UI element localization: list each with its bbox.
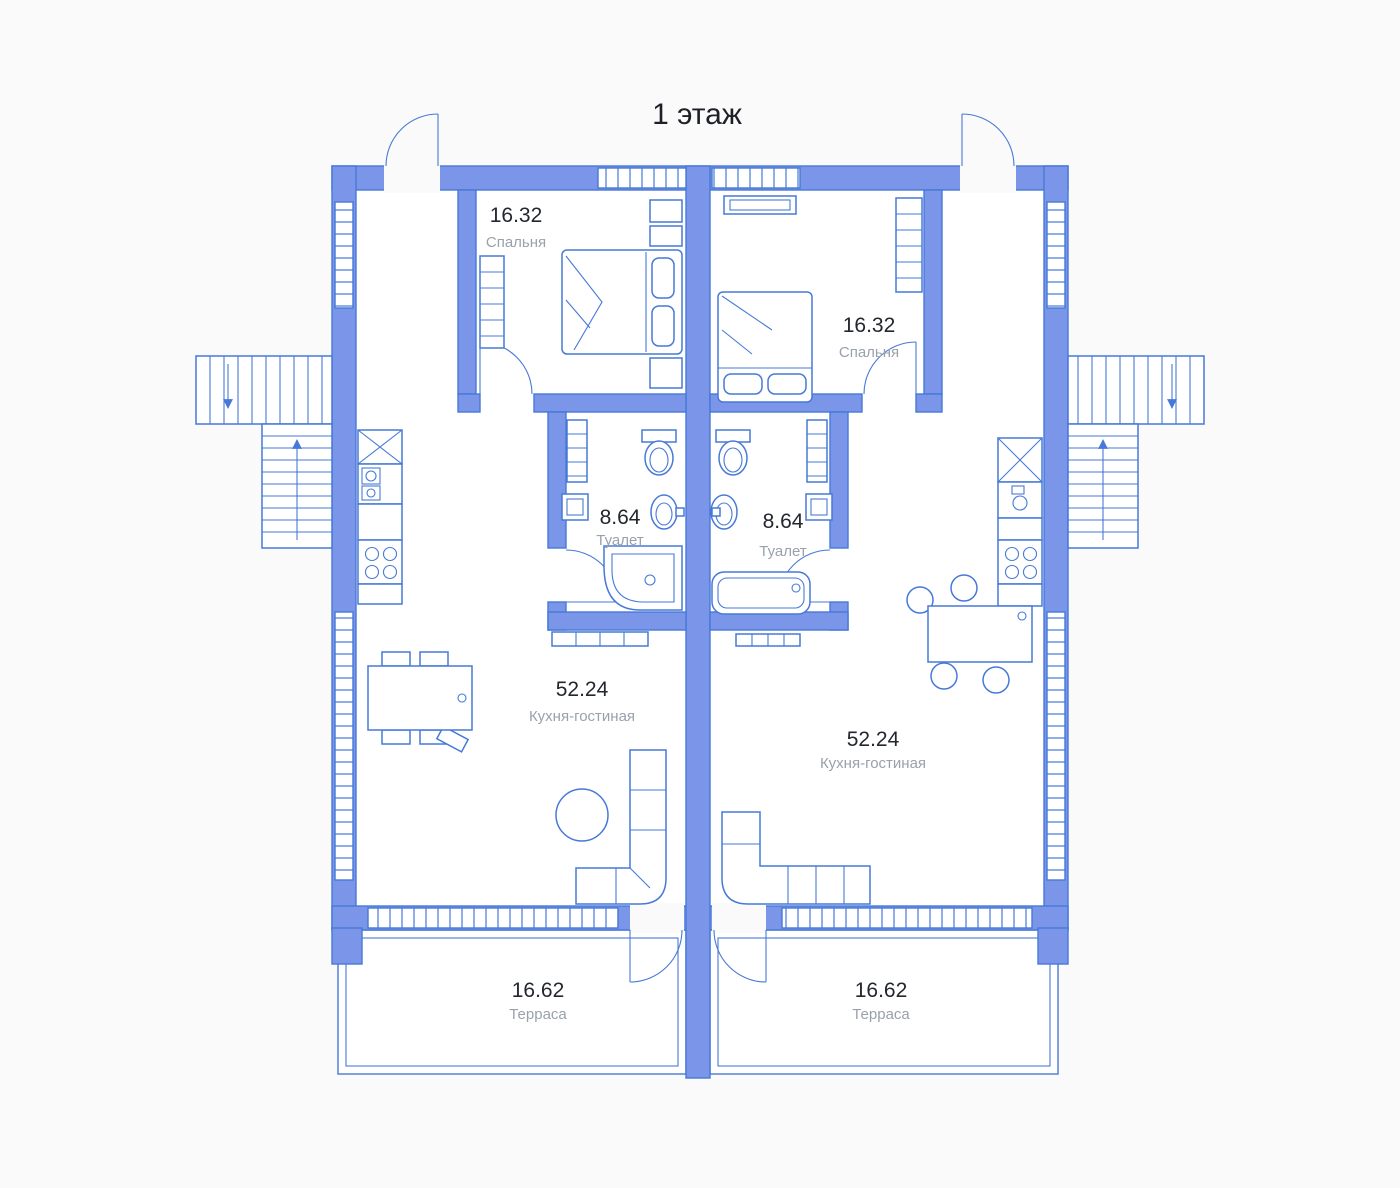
window-left-bottom <box>334 611 354 881</box>
window-bottom-left <box>367 907 619 929</box>
living-right-label: Кухня-гостиная <box>820 755 926 772</box>
window-right-bottom <box>1046 611 1066 881</box>
bathtub-right <box>711 571 811 615</box>
round-table-left <box>555 788 609 842</box>
bedroom-door-right <box>863 341 917 395</box>
toilet-right-area: 8.64 <box>763 510 804 533</box>
furniture-bedroom-right <box>717 195 923 403</box>
dining-table-right <box>906 574 1033 694</box>
bedroom-left-label: Спальня <box>486 234 546 251</box>
terrace-right-outline <box>709 929 1059 1075</box>
bench-left <box>551 631 649 647</box>
page-title: 1 этаж <box>652 98 742 131</box>
window-left-top <box>334 201 354 309</box>
living-left-label: Кухня-гостиная <box>529 708 635 725</box>
toilet-left-label: Туалет <box>596 532 644 549</box>
window-top-left-center <box>597 167 687 189</box>
stairs-left <box>195 355 333 549</box>
kitchen-counter-left <box>357 429 403 605</box>
washbasin-right <box>710 494 738 530</box>
terrace-left-area: 16.62 <box>512 979 565 1002</box>
dining-table-left <box>367 651 473 753</box>
dresser-right <box>723 195 797 215</box>
furniture-bedroom-left <box>479 199 683 389</box>
living-right-area: 52.24 <box>847 728 900 751</box>
toilet-left-area: 8.64 <box>600 506 641 529</box>
bedroom-left-area: 16.32 <box>490 204 543 227</box>
wc-right <box>715 429 751 476</box>
window-top-right-center <box>711 167 801 189</box>
terrace-right-label: Терраса <box>852 1006 910 1023</box>
cabinet-toilet-left <box>561 419 589 521</box>
furniture-living-right <box>721 437 1043 905</box>
stairs-right <box>1067 355 1205 549</box>
rug-right <box>735 633 801 647</box>
wc-left <box>641 429 677 476</box>
living-left-area: 52.24 <box>556 678 609 701</box>
corner-sofa-right <box>721 811 871 905</box>
bedroom-right-area: 16.32 <box>843 314 896 337</box>
furniture-living-left <box>357 429 667 905</box>
wardrobe-left <box>479 255 505 349</box>
double-bed-left <box>561 249 683 355</box>
terrace-door-right <box>713 929 767 983</box>
windows <box>334 167 1066 929</box>
terrace-right-area: 16.62 <box>855 979 908 1002</box>
furniture-toilet-left <box>561 419 685 611</box>
window-bottom-right <box>781 907 1033 929</box>
terrace-left-outline <box>337 929 687 1075</box>
kitchen-counter-right <box>997 437 1043 607</box>
washbasin-left <box>650 494 685 530</box>
nightstands-left <box>649 199 683 389</box>
window-right-top <box>1046 201 1066 309</box>
entry-door-left <box>385 113 439 167</box>
double-bed-right <box>717 291 813 403</box>
entry-door-right <box>961 113 1015 167</box>
interior-walls <box>457 189 943 631</box>
furniture-toilet-right <box>710 419 833 615</box>
bedroom-right-label: Спальня <box>839 344 899 361</box>
terrace-door-left <box>629 929 683 983</box>
toilet-right-label: Туалет <box>759 543 807 560</box>
cabinet-toilet-right <box>805 419 833 521</box>
terrace-left-label: Терраса <box>509 1006 567 1023</box>
room-labels: 16.32 Спальня 16.32 Спальня 8.64 Туалет … <box>486 204 926 1023</box>
wardrobe-right <box>895 197 923 293</box>
corner-sofa-left <box>575 749 667 905</box>
corner-bathtub-left <box>603 545 683 611</box>
